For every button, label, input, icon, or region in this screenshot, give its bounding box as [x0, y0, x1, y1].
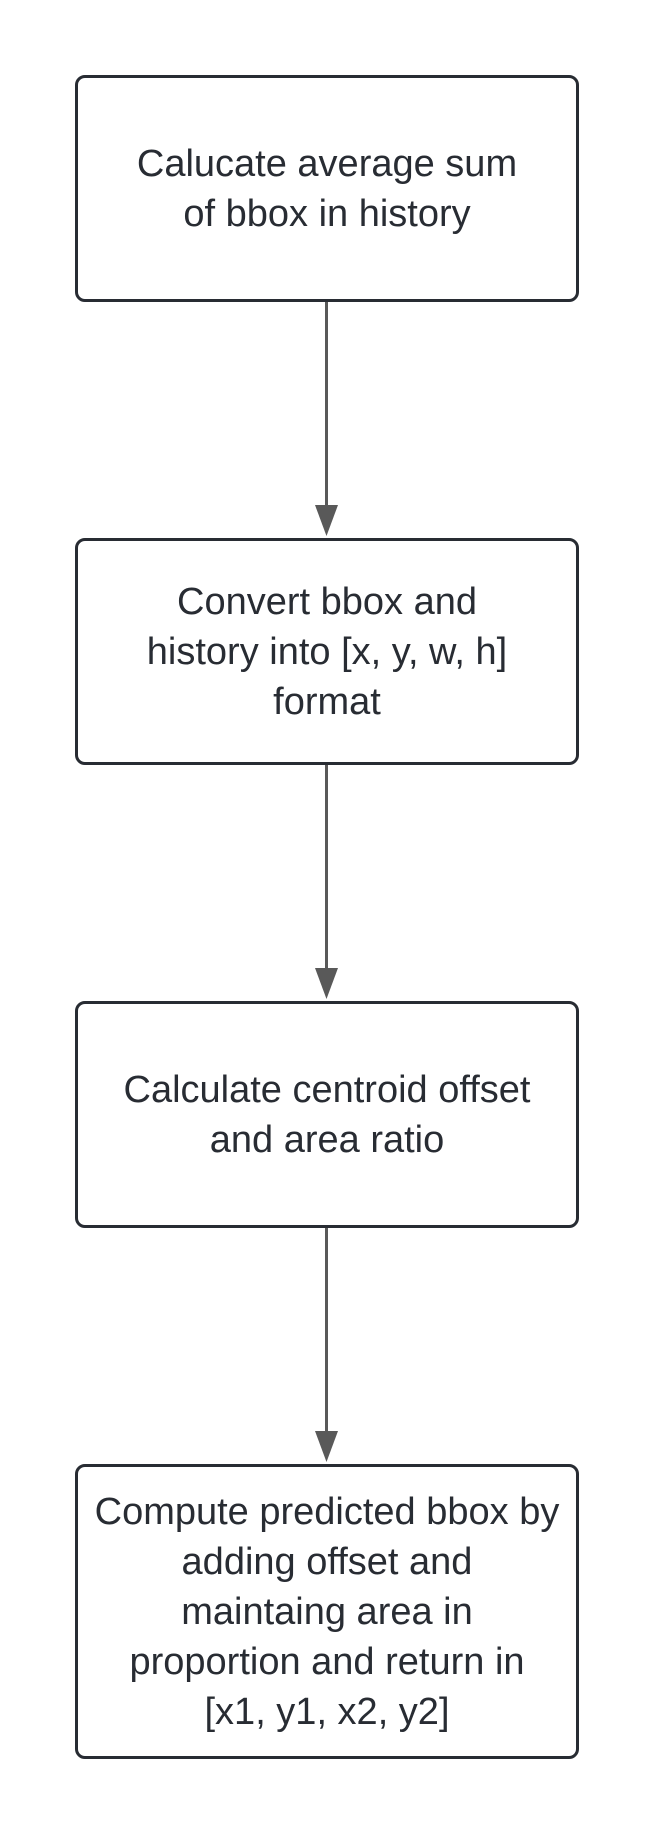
flow-node-convert-format: Convert bbox and history into [x, y, w, …	[75, 538, 579, 765]
node-label: Calucate average sum of bbox in history	[136, 142, 518, 235]
flow-node-compute-predicted-bbox: Compute predicted bbox by adding offset …	[75, 1464, 579, 1759]
edge-n2-n3	[315, 765, 338, 999]
flow-node-average-bbox: Calucate average sum of bbox in history	[75, 75, 579, 302]
arrowhead-icon	[315, 505, 338, 536]
edge-n1-n2	[315, 302, 338, 536]
arrowhead-icon	[315, 968, 338, 999]
node-label: Convert bbox and history into [x, y, w, …	[146, 580, 508, 723]
node-label: Compute predicted bbox by adding offset …	[94, 1490, 560, 1733]
flow-node-centroid-offset: Calculate centroid offset and area ratio	[75, 1001, 579, 1228]
arrowhead-icon	[315, 1431, 338, 1462]
edge-n3-n4	[315, 1228, 338, 1462]
node-label: Calculate centroid offset and area ratio	[123, 1068, 531, 1161]
